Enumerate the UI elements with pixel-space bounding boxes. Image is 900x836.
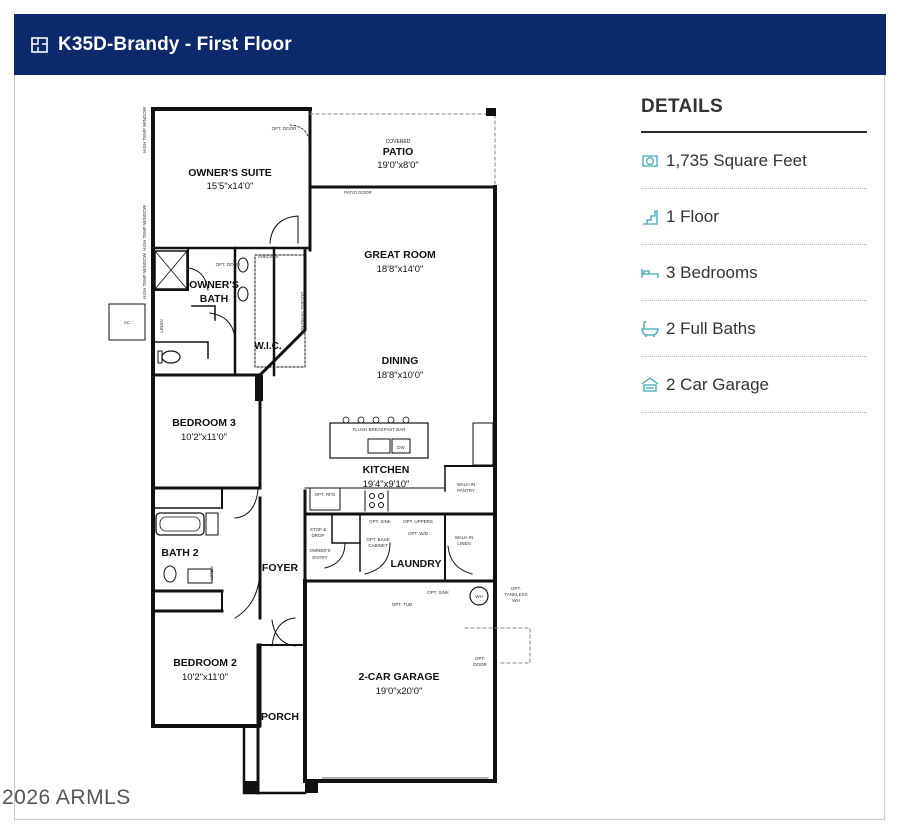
wic-label: W.I.C. — [254, 341, 281, 352]
opt-sink-garage-note: OPT. SINK — [427, 590, 449, 595]
square-feet-icon — [642, 154, 658, 167]
stairs-icon — [643, 209, 658, 225]
shelves-note: SHELVES — [258, 254, 278, 259]
detail-floors: 1 Floor — [641, 189, 867, 245]
pantry-note-2: PANTRY — [457, 488, 475, 493]
bedroom3-dims: 10'2"x11'0" — [181, 432, 227, 443]
high-window-note-2: HIGH TEMP WINDOW — [142, 204, 147, 251]
patio-note: COVERED — [386, 139, 411, 145]
detail-garage: 2 Car Garage — [641, 357, 867, 413]
walk-in-linen-note-2: LINEN — [457, 541, 470, 546]
owners-bath-label-1: OWNER'S — [189, 279, 239, 291]
bed-icon — [641, 268, 659, 278]
opt-sink-note: OPT. SINK — [369, 519, 391, 524]
pantry-note-1: WALK-IN — [457, 482, 476, 487]
ac-note: AC — [124, 320, 131, 325]
detail-baths: 2 Full Baths — [641, 301, 867, 357]
car-icon — [641, 376, 659, 392]
opt-door-garage-note-1: OPT. — [475, 656, 485, 661]
garage-label: 2-CAR GARAGE — [358, 671, 439, 683]
walk-in-linen-note-1: WALK-IN — [455, 535, 474, 540]
owners-entry-note-1: OWNER'S — [309, 548, 330, 553]
drop-zone-note-2: DROP — [311, 533, 324, 538]
detail-label: 2 Car Garage — [666, 374, 769, 394]
detail-label: 1,735 Square Feet — [666, 150, 807, 170]
dw-note: DW — [397, 445, 405, 450]
wh-note: WH — [475, 594, 483, 599]
detail-label: 3 Bedrooms — [666, 262, 758, 282]
great-room-dims: 18'8"x14'0" — [377, 264, 424, 275]
foyer-label: FOYER — [262, 562, 299, 574]
bedroom2-dims: 10'2"x11'0" — [182, 672, 228, 683]
detail-square-feet: 1,735 Square Feet — [641, 133, 867, 189]
tankless-note-3: WH — [512, 598, 520, 603]
linen-note: LINEN — [209, 566, 214, 579]
owners-suite-label: OWNER'S SUITE — [188, 167, 272, 179]
bedroom2-label: BEDROOM 2 — [173, 657, 237, 669]
opt-door-suite-note: OPT. DOOR — [272, 126, 298, 131]
dining-label: DINING — [382, 355, 419, 367]
details-heading: DETAILS — [641, 96, 867, 133]
tankless-note-1: OPT. — [511, 586, 521, 591]
page-title: K35D-Brandy - First Floor — [58, 33, 292, 55]
opt-wd-note: OPT. W/D — [408, 531, 429, 536]
detail-bedrooms: 3 Bedrooms — [641, 245, 867, 301]
patio-door-note: PATIO DOOR — [344, 190, 372, 195]
owners-suite-dims: 15'5"x14'0" — [207, 181, 254, 192]
bath-icon — [641, 320, 659, 337]
great-room-label: GREAT ROOM — [364, 249, 436, 261]
kitchen-label: KITCHEN — [363, 464, 410, 476]
owners-bath-label-2: BATH — [200, 293, 228, 305]
detail-label: 1 Floor — [666, 206, 719, 226]
floorplan-icon — [31, 36, 48, 53]
garage-dims: 19'0"x20'0" — [376, 686, 423, 697]
dining-dims: 18'8"x10'0" — [377, 370, 424, 381]
bedroom3-label: BEDROOM 3 — [172, 417, 236, 429]
breakfast-bar-note: FLUSH BREAKFAST BAR — [353, 427, 407, 432]
high-window-note-1: HIGH TEMP WINDOW — [142, 106, 147, 153]
detail-label: 2 Full Baths — [666, 318, 756, 338]
opt-rfg-note: OPT. RFG — [315, 492, 336, 497]
opt-door-garage-note-2: DOOR — [473, 662, 487, 667]
patio-label: PATIO — [383, 146, 414, 158]
header-bar: K35D-Brandy - First Floor — [14, 14, 886, 75]
opt-tub-note: OPT. TUB — [392, 602, 412, 607]
bath2-label: BATH 2 — [161, 547, 198, 559]
floor-plan: OWNER'S SUITE 15'5"x14'0" COVERED PATIO … — [108, 106, 531, 795]
laundry-label: LAUNDRY — [391, 558, 442, 570]
kitchen-dims: 19'4"x9'10" — [363, 479, 410, 490]
copyright-watermark: 2026 ARMLS — [2, 786, 131, 809]
drop-zone-note-1: STOP & — [310, 527, 326, 532]
owners-entry-note-2: ENTRY — [312, 555, 327, 560]
tankless-note-2: TANKLESS — [504, 592, 527, 597]
linen-note-bath: LINEN — [159, 319, 164, 332]
high-window-note-3: HIGH TEMP WINDOW — [142, 252, 147, 299]
opt-base-note-2: CABINET — [368, 543, 388, 548]
double-hanging-note: DOUBLE HANGING — [300, 292, 305, 333]
opt-uppers-note: OPT. UPPERS — [403, 519, 433, 524]
opt-base-note-1: OPT. BASE — [366, 537, 389, 542]
opt-door-bath-note: OPT. DOOR — [216, 262, 242, 267]
patio-dims: 19'0"x8'0" — [377, 160, 419, 171]
porch-label: PORCH — [261, 711, 299, 723]
details-panel: DETAILS 1,735 Square Feet 1 Floor 3 Bedr… — [641, 96, 867, 413]
